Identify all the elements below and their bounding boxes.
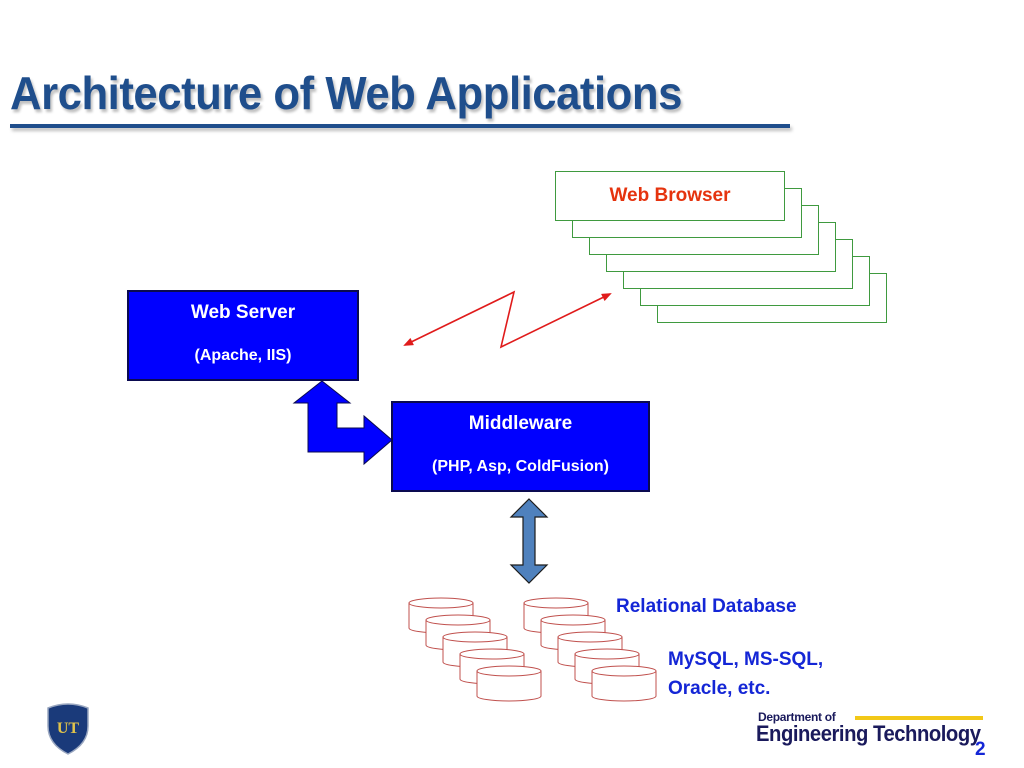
web-server-box: Web Server (Apache, IIS) xyxy=(127,290,359,381)
title-underline xyxy=(10,124,790,128)
middleware-box: Middleware (PHP, Asp, ColdFusion) xyxy=(391,401,650,492)
middleware-sublabel: (PHP, Asp, ColdFusion) xyxy=(432,458,609,475)
database-cylinder xyxy=(476,665,542,702)
middleware-label: Middleware xyxy=(468,413,573,434)
web-browser-label: Web Browser xyxy=(609,185,731,206)
web-server-sublabel: (Apache, IIS) xyxy=(194,347,292,364)
department-name: Engineering Technology xyxy=(756,721,981,746)
department-accent-bar xyxy=(855,716,983,720)
lightning-link-arrow xyxy=(403,290,612,349)
database-cylinder xyxy=(591,665,657,702)
database-examples-line2: Oracle, etc. xyxy=(668,678,771,699)
slide-title: Architecture of Web Applications xyxy=(10,67,682,119)
database-examples-line1: MySQL, MS-SQL, xyxy=(668,649,824,670)
browser-card-front xyxy=(555,171,785,221)
bent-double-arrow xyxy=(292,380,393,466)
department-small-text: Department of xyxy=(758,710,836,724)
web-server-label: Web Server xyxy=(190,302,296,323)
database-cylinders xyxy=(408,597,657,702)
database-label: Relational Database xyxy=(616,596,797,617)
vertical-double-arrow xyxy=(509,498,549,584)
page-number: 2 xyxy=(975,739,986,760)
